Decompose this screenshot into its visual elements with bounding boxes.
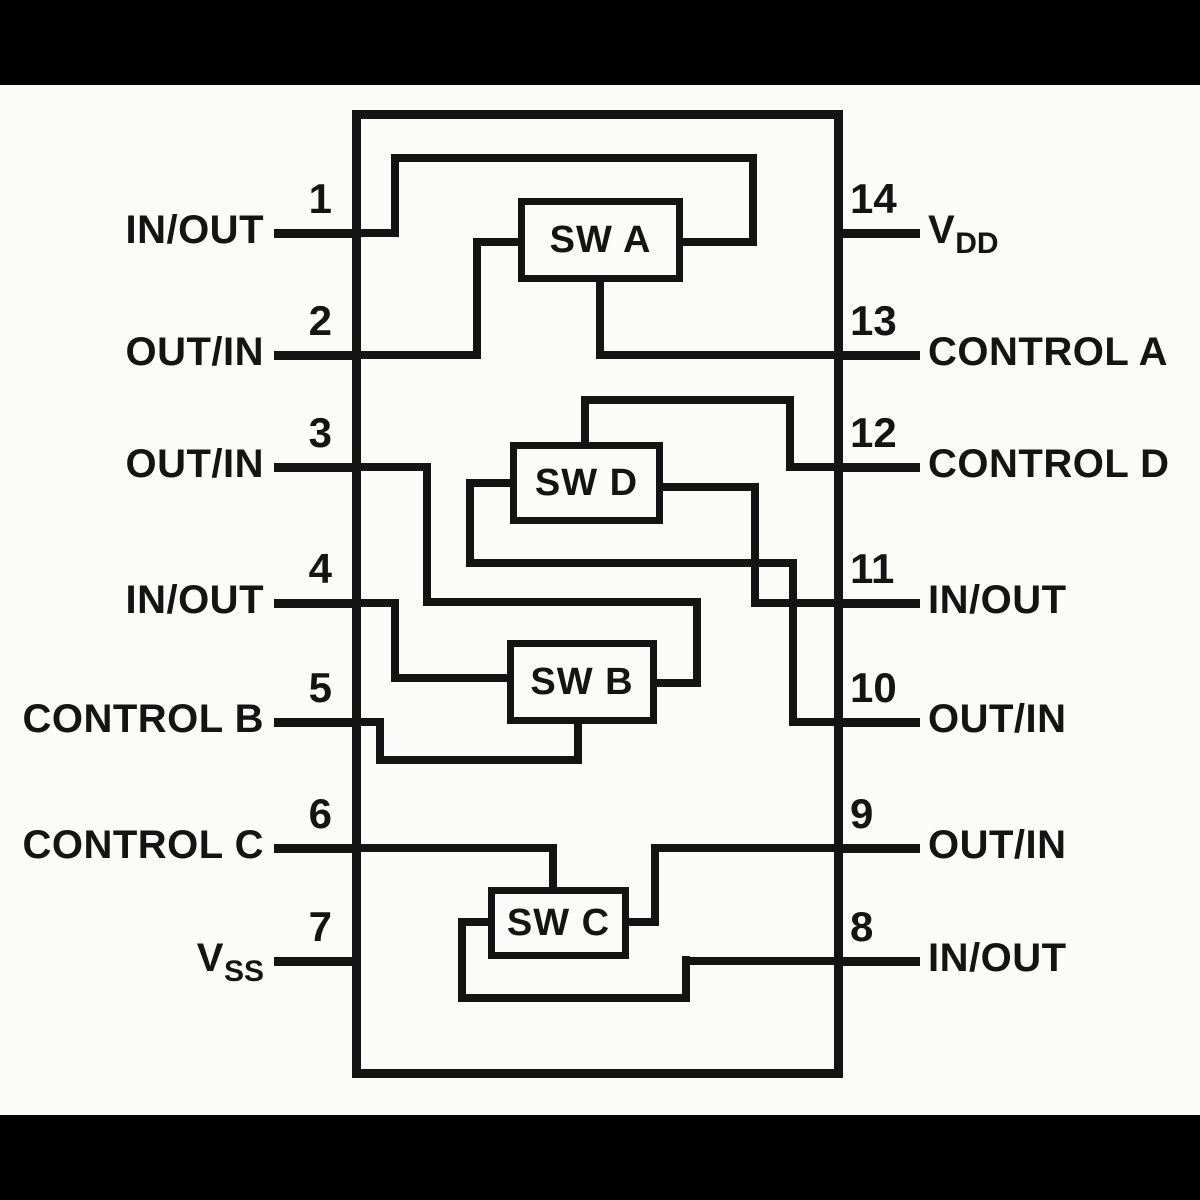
wire-segment <box>473 238 481 359</box>
wire-segment <box>458 994 690 1002</box>
wire-segment <box>356 229 397 237</box>
pin-13-stub <box>836 351 920 360</box>
ic-package-outline <box>352 110 843 1078</box>
pin-6-number: 6 <box>308 790 332 837</box>
pin-10-number: 10 <box>850 664 897 711</box>
pin-4-number: 4 <box>308 545 332 592</box>
pin-12-number: 12 <box>850 409 897 456</box>
wire-segment <box>786 463 839 471</box>
pin-8-number: 8 <box>850 903 874 950</box>
switch-d-box: SW D <box>510 442 663 524</box>
pin-10-label: OUT/IN <box>928 697 1067 741</box>
wire-segment <box>391 674 507 682</box>
wire-segment <box>356 351 481 359</box>
wire-segment <box>423 598 701 606</box>
wire-segment <box>356 463 431 471</box>
switch-b-label: SW B <box>530 660 634 703</box>
pin-5-number: 5 <box>308 664 332 711</box>
pin-7-stub <box>274 957 358 966</box>
wire-segment <box>458 918 466 1002</box>
wire-segment <box>596 280 604 359</box>
pin-7-label-subscript: SS <box>223 955 264 988</box>
pin-5-stub <box>274 718 358 727</box>
pin-2-number: 2 <box>308 297 332 344</box>
wire-segment <box>682 956 690 1002</box>
wire-segment <box>751 483 759 607</box>
wire-segment <box>549 844 557 890</box>
wire-segment <box>376 756 582 764</box>
pin-1-label: IN/OUT <box>125 208 264 252</box>
wire-segment <box>466 479 510 487</box>
pin-13-number: 13 <box>850 297 897 344</box>
pin-6-label: CONTROL C <box>22 823 264 867</box>
wire-segment <box>423 463 431 606</box>
pin-6-stub <box>274 844 358 853</box>
pin-4-stub <box>274 599 358 608</box>
pin-9-label: OUT/IN <box>928 823 1067 867</box>
wire-segment <box>786 396 794 471</box>
pin-13-label: CONTROL A <box>928 330 1169 374</box>
pin-14-label: VDD <box>928 208 999 260</box>
wire-segment <box>581 396 589 442</box>
pin-8-stub <box>836 957 920 966</box>
wire-segment <box>749 154 757 246</box>
pin-12-label: CONTROL D <box>928 442 1170 486</box>
pin-11-stub <box>836 599 920 608</box>
wire-segment <box>356 844 557 852</box>
pin-11-label: IN/OUT <box>928 578 1067 622</box>
wire-segment <box>574 723 582 764</box>
wire-segment <box>651 844 839 852</box>
pin-9-stub <box>836 844 920 853</box>
switch-d-label: SW D <box>534 461 639 504</box>
pin-14-stub <box>836 229 920 238</box>
pin-14-number: 14 <box>850 175 897 222</box>
wire-segment <box>391 154 399 237</box>
bottom-letterbox-bar <box>0 1115 1200 1200</box>
wire-segment <box>651 844 659 926</box>
wire-segment <box>391 599 399 682</box>
pin-11-number: 11 <box>850 545 895 592</box>
pin-8-label: IN/OUT <box>928 936 1067 980</box>
pin-12-stub <box>836 463 920 472</box>
wire-segment <box>458 918 492 926</box>
pin-1-stub <box>274 229 358 238</box>
wire-segment <box>683 238 757 246</box>
top-letterbox-bar <box>0 0 1200 85</box>
pin-7-label: VSS <box>196 936 264 988</box>
wire-segment <box>682 957 839 965</box>
wire-segment <box>663 483 759 491</box>
pin-1-number: 1 <box>308 175 332 222</box>
wire-segment <box>789 718 839 726</box>
wire-segment <box>473 238 518 246</box>
wire-segment <box>627 918 659 926</box>
wire-segment <box>376 718 384 764</box>
pin-4-label: IN/OUT <box>125 578 264 622</box>
pin-3-number: 3 <box>308 409 332 456</box>
pin-9-number: 9 <box>850 790 874 837</box>
switch-a-label: SW A <box>549 218 652 261</box>
pin-3-label: OUT/IN <box>125 442 264 486</box>
pin-2-stub <box>274 351 358 360</box>
pin-14-label-subscript: DD <box>955 227 999 260</box>
pin-7-number: 7 <box>308 903 332 950</box>
wire-segment <box>751 599 839 607</box>
pin-5-label: CONTROL B <box>22 697 264 741</box>
wire-segment <box>693 598 701 687</box>
wire-segment <box>356 718 384 726</box>
wire-segment <box>581 396 794 404</box>
wire-segment <box>391 154 757 162</box>
pin-10-stub <box>836 718 920 727</box>
switch-c-box: SW C <box>488 887 629 959</box>
wire-segment <box>657 679 701 687</box>
pin-3-stub <box>274 463 358 472</box>
switch-c-label: SW C <box>506 901 611 944</box>
wire-segment <box>466 559 797 567</box>
wire-segment <box>789 559 797 726</box>
pin-2-label: OUT/IN <box>125 330 264 374</box>
wire-segment <box>466 479 474 567</box>
wire-segment <box>356 599 399 607</box>
wire-segment <box>596 351 839 359</box>
switch-a-box: SW A <box>518 198 683 282</box>
switch-b-box: SW B <box>507 640 657 724</box>
